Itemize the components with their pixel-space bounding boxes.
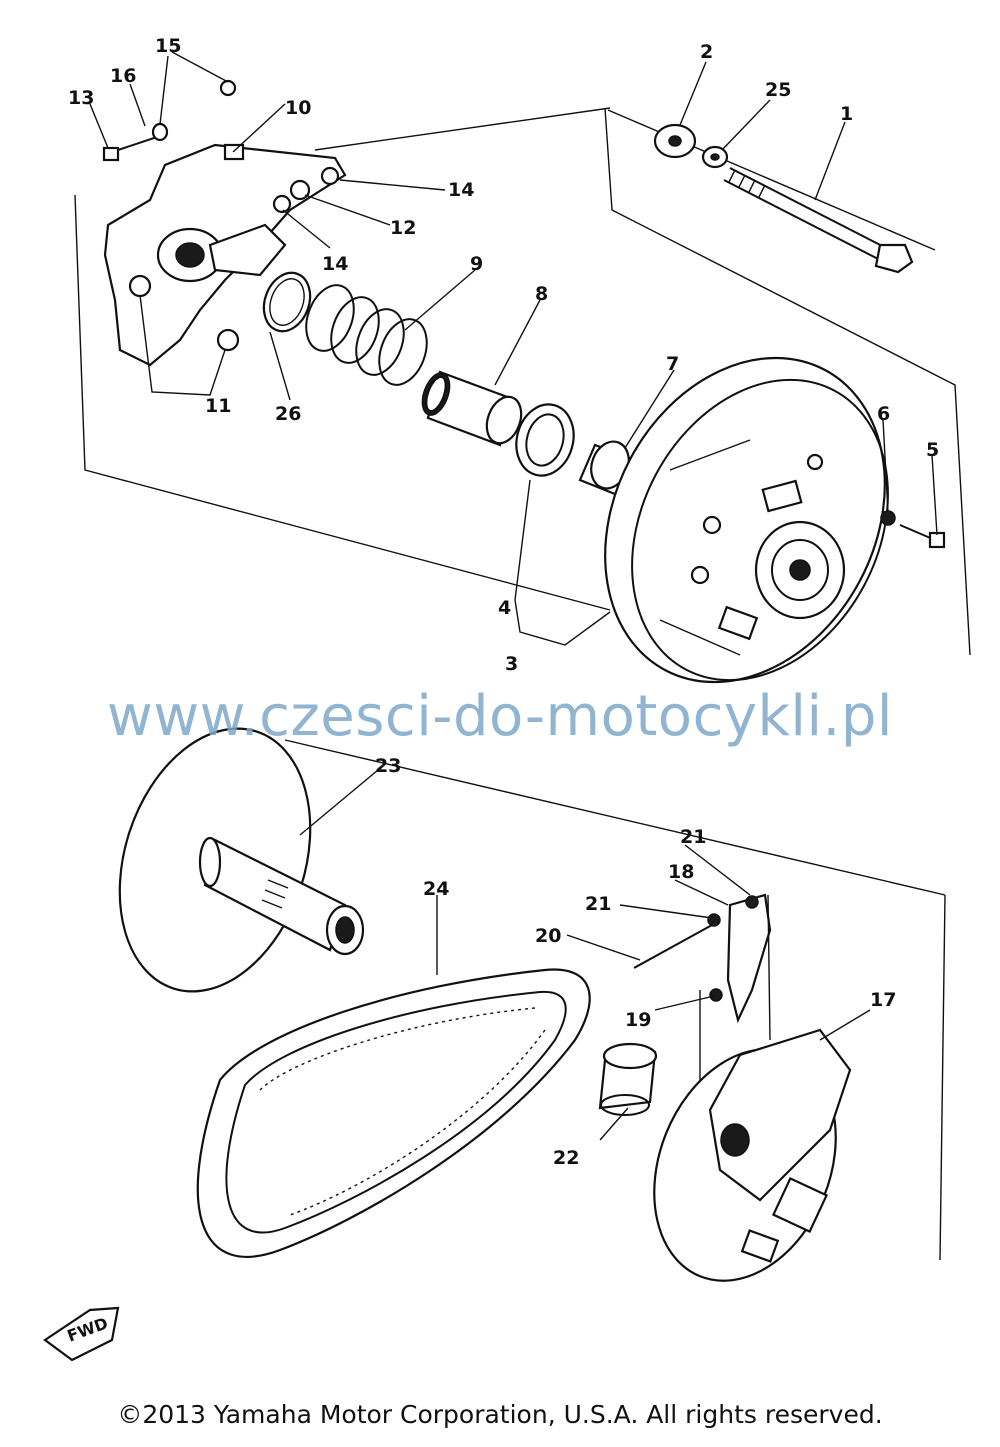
callout-4: 4 bbox=[498, 597, 511, 619]
part-25-lock-washer bbox=[701, 145, 729, 169]
watermark-text: www.czesci-do-motocykli.pl bbox=[107, 684, 893, 749]
callout-24: 24 bbox=[423, 878, 449, 900]
part-1-bolt bbox=[723, 167, 914, 274]
callout-21-mid: 21 bbox=[585, 893, 611, 915]
callout-3: 3 bbox=[505, 653, 518, 675]
callout-14-lower: 14 bbox=[322, 253, 348, 275]
parts-18-21-arm bbox=[633, 893, 772, 1080]
callout-20: 20 bbox=[535, 925, 561, 947]
part-3-sheave bbox=[604, 356, 889, 684]
part-23-primary-sheave bbox=[118, 727, 365, 993]
callout-23: 23 bbox=[375, 755, 401, 777]
callout-25: 25 bbox=[765, 79, 791, 101]
callout-21-top: 21 bbox=[680, 826, 706, 848]
callout-19: 19 bbox=[625, 1009, 651, 1031]
callout-12: 12 bbox=[390, 217, 416, 239]
part-9-spring bbox=[305, 284, 428, 386]
callout-17: 17 bbox=[870, 989, 896, 1011]
fasteners-13-16 bbox=[102, 79, 340, 352]
leader-lines bbox=[89, 51, 938, 1141]
callout-8: 8 bbox=[535, 283, 548, 305]
part-22-bushing bbox=[598, 1042, 658, 1116]
callout-13: 13 bbox=[68, 87, 94, 109]
callout-1: 1 bbox=[840, 103, 853, 125]
callout-6: 6 bbox=[877, 403, 890, 425]
leader-3-4 bbox=[514, 479, 611, 646]
part-8-sleeve bbox=[421, 370, 523, 447]
parts-5-6-bolt bbox=[880, 510, 946, 549]
callout-7: 7 bbox=[666, 353, 679, 375]
callout-18: 18 bbox=[668, 861, 694, 883]
callout-11: 11 bbox=[205, 395, 231, 417]
callout-15: 15 bbox=[155, 35, 181, 57]
callout-numbers: 2 25 1 15 16 13 10 14 12 14 9 8 7 11 26 … bbox=[68, 35, 939, 1169]
callout-2: 2 bbox=[700, 41, 713, 63]
part-17-movable-sheave bbox=[653, 1028, 852, 1282]
lower-assembly-frame bbox=[284, 739, 946, 1261]
part-24-belt bbox=[196, 968, 591, 1258]
forward-arrow-icon: FWD bbox=[43, 1306, 120, 1362]
callout-5: 5 bbox=[926, 439, 939, 461]
callout-22: 22 bbox=[553, 1147, 579, 1169]
callout-9: 9 bbox=[470, 253, 483, 275]
callout-16: 16 bbox=[110, 65, 136, 87]
part-2-washer bbox=[653, 123, 697, 159]
callout-14-upper: 14 bbox=[448, 179, 474, 201]
part-4-bushing bbox=[515, 403, 575, 477]
callout-10: 10 bbox=[285, 97, 311, 119]
part-26-seal-ring bbox=[262, 271, 312, 333]
copyright-text: ©2013 Yamaha Motor Corporation, U.S.A. A… bbox=[117, 1400, 883, 1429]
callout-26: 26 bbox=[275, 403, 301, 425]
